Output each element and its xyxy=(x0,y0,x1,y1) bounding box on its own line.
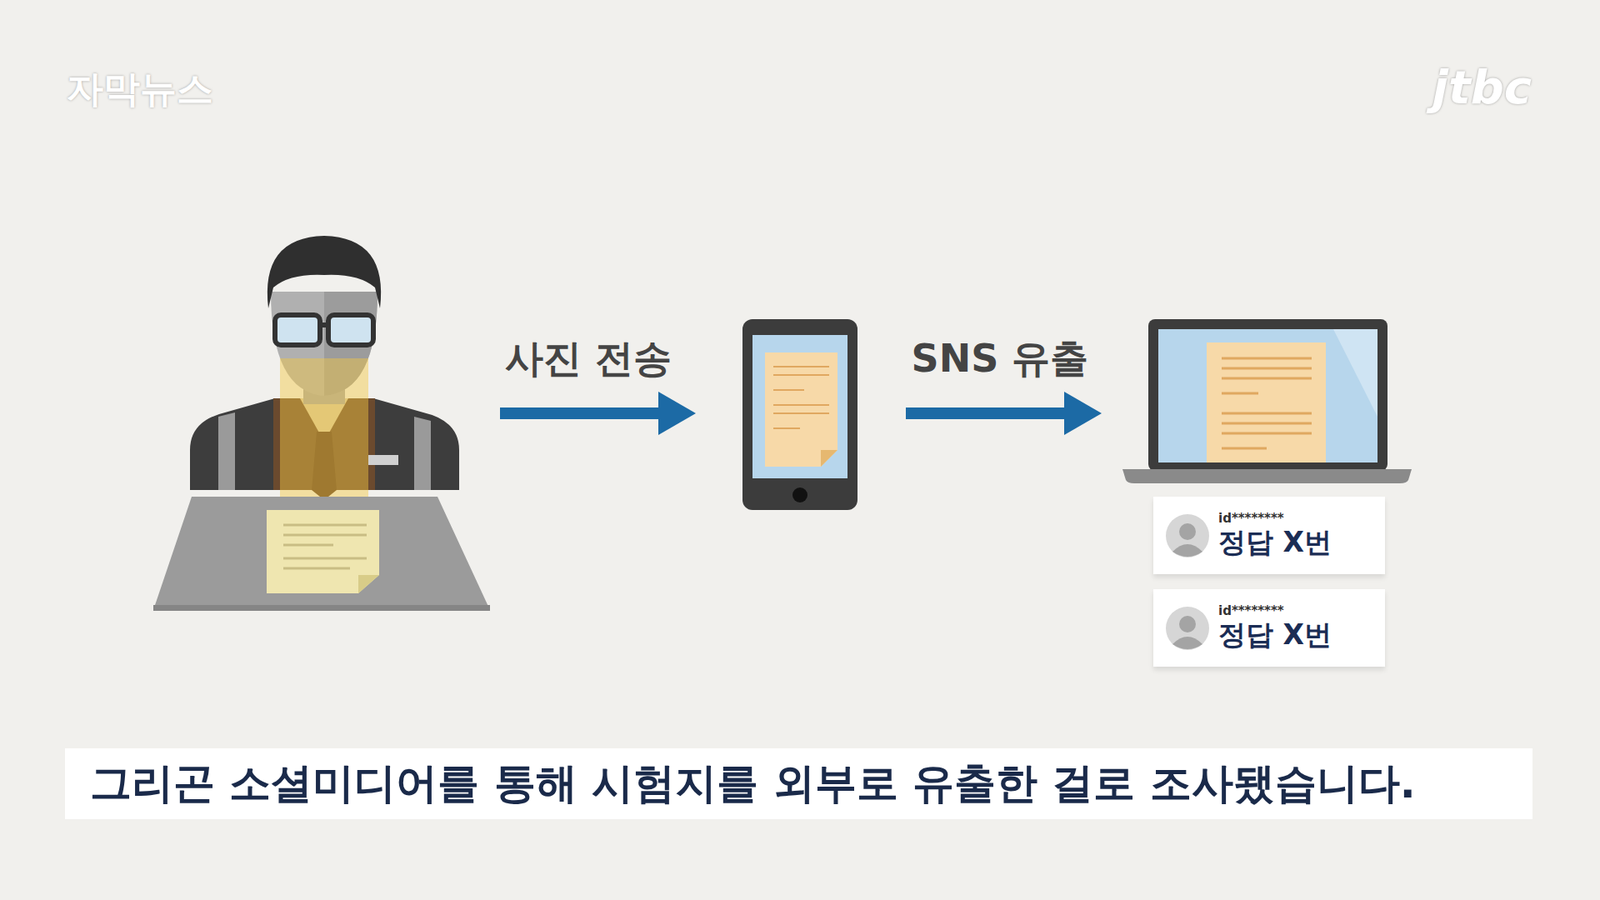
watermark: 자막뉴스 xyxy=(66,65,214,115)
comment-text: 정답 X번 xyxy=(1218,525,1332,560)
avatar-icon xyxy=(1165,513,1210,559)
comment-box: id********정답 X번 xyxy=(1153,496,1385,575)
phone-icon xyxy=(742,319,858,510)
subtitle-text: 그리곤 소셜미디어를 통해 시험지를 외부로 유출한 걸로 조사됐습니다. xyxy=(90,755,1416,812)
logo-text: jtbc xyxy=(1432,60,1532,115)
flow-arrow xyxy=(905,391,1102,435)
arrow-label: SNS 유출 xyxy=(911,333,1090,385)
comment-text: id********정답 X번 xyxy=(1218,511,1332,559)
comment-text: 정답 X번 xyxy=(1218,618,1332,652)
comment-box: id********정답 X번 xyxy=(1153,589,1385,667)
user-id: id******** xyxy=(1218,511,1332,526)
examiner-figure xyxy=(153,235,490,611)
comment-text: id********정답 X번 xyxy=(1218,604,1332,651)
user-id: id******** xyxy=(1218,604,1332,619)
avatar-icon xyxy=(1165,605,1210,651)
laptop-icon xyxy=(1122,319,1412,484)
avatar-icon xyxy=(1165,605,1210,651)
arrow-label: 사진 전송 xyxy=(505,333,672,385)
avatar-icon xyxy=(1165,513,1210,559)
flow-arrow xyxy=(500,391,696,435)
